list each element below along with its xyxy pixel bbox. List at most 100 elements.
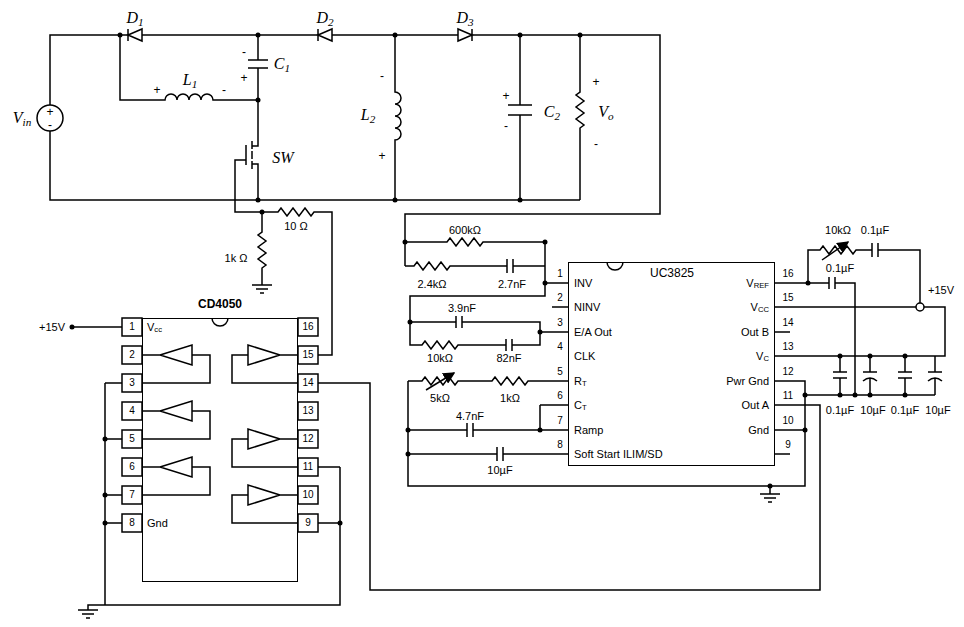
pin-square [122,402,142,420]
pin-number: 1 [129,322,135,332]
pin-number: 7 [557,416,563,426]
component-value: 2.7nF [498,279,526,290]
feedback-network [408,332,805,486]
buffer-wiring [232,345,298,383]
supply-network [863,356,877,395]
junction-dot [903,393,908,398]
power-stage [508,35,532,200]
supply-network [928,356,942,395]
feedback-network [410,283,568,351]
component-name: D2 [316,10,333,26]
pin-number: 6 [557,391,563,401]
ic-package: CD4050 [122,318,318,582]
junction-dot [903,354,908,359]
pin-number: 16 [302,322,313,332]
buffer-wiring [232,429,298,467]
subscript: T [582,403,587,412]
polarity-sign: - [594,138,598,150]
pin-number: 2 [557,293,563,303]
supply-network [829,277,855,395]
junction-dot [406,452,411,457]
subscript: 1 [192,78,198,90]
component-name: Vo [598,104,613,120]
component-value: 0.1µF [826,263,854,274]
component-value: 0.1µF [891,405,919,416]
component-value: 3.9nF [448,303,476,314]
junction-dot [518,198,523,203]
supply-network [775,242,945,395]
power-stage [128,29,142,41]
junction-dot [853,393,858,398]
junction-dot [103,493,108,498]
junction-dot [538,330,543,335]
junction-dot [70,33,908,526]
pin-number: 5 [129,434,135,444]
pin-number: 9 [785,440,791,450]
junction-dot [543,281,548,286]
subscript: CC [758,305,769,314]
pin-name: Vcc [147,322,162,333]
power-stage [318,29,332,41]
pin-name: Gnd [748,425,769,436]
junction-dot [838,393,843,398]
polarity-sign: + [378,150,385,162]
component-name: Vin [13,110,31,126]
component-value: 82nF [496,353,521,364]
signal-wire [318,383,820,590]
pin-number: 13 [302,406,313,416]
pin-square [122,514,142,532]
polarity-sign: + [240,72,247,84]
junction-dot [538,428,543,433]
pin-number: 14 [782,318,793,328]
feedback-network [408,405,568,437]
pin-square [298,430,318,448]
supply-network [775,307,945,356]
supply-network [833,356,847,395]
pin-number: 10 [302,490,313,500]
pin-number: 15 [302,350,313,360]
pin-name: Ramp [574,425,603,436]
junction-dot [868,393,873,398]
feedback-network [426,373,454,390]
junction-dot [406,428,411,433]
buffer-wiring [72,326,122,328]
junction-dot [256,33,261,38]
component-name: C2 [544,104,560,120]
subscript: C [763,354,769,363]
component-value: 10kΩ [825,225,851,236]
ic-label: UC3825 [650,267,694,279]
pin-name: INV [574,278,592,289]
feedback-network [405,259,545,273]
pin-number: 1 [557,269,563,279]
pin-number: 11 [303,462,313,472]
pin-square [298,402,318,420]
component-value: 600kΩ [449,225,481,236]
junction-dot [338,521,343,526]
buffer-wiring [72,318,340,618]
junction-dot [803,393,808,398]
junction-dot [70,325,75,330]
polarity-sign: + [502,90,509,102]
pin-number: 10 [782,416,793,426]
component-value: 10µF [925,405,950,416]
component-name: L1 [183,72,198,88]
supply-network [775,243,920,303]
pin-name: Soft Start ILIM/SD [574,449,663,460]
pin-square [298,458,318,476]
component-value: 5kΩ [430,393,450,404]
component-value: +15V [928,285,954,296]
junction-dot [768,484,773,489]
subscript: 1 [138,16,144,28]
pin-number: 11 [783,391,793,401]
power-stage [458,29,472,41]
component-name: D3 [456,10,473,26]
junction-dot [103,521,108,526]
component-value: 1k Ω [225,253,248,264]
pin-name: NINV [574,302,600,313]
subscript: 2 [370,113,376,125]
subscript: 3 [468,16,474,28]
buffer-wiring [142,457,210,495]
junction-dot [868,354,873,359]
pin-square [298,486,318,504]
junction-dot [806,281,811,286]
